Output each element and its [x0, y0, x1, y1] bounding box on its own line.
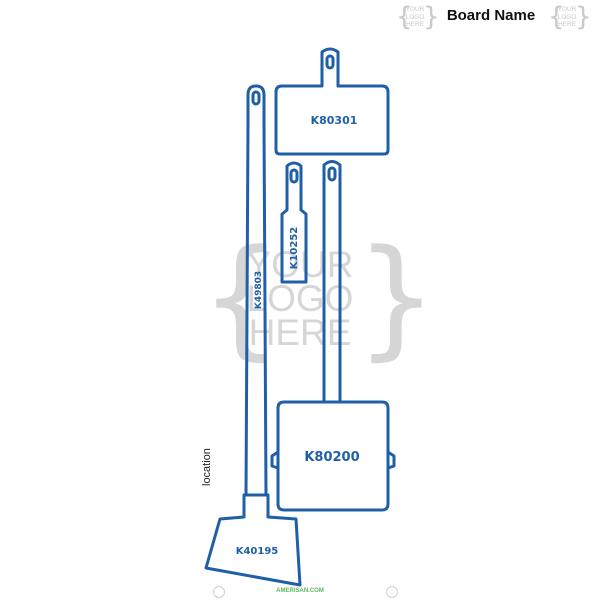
- logo-placeholder-right: { YOUR LOGO HERE }: [548, 2, 592, 32]
- code-k80200: K80200: [304, 450, 359, 465]
- code-k80301: K80301: [311, 114, 358, 127]
- code-k40195: K40195: [236, 546, 279, 557]
- lobby-dustpan-right-tab: [387, 450, 396, 470]
- footer-url: AMERISAN.COM: [276, 588, 324, 594]
- lobby-dustpan-outline: [276, 400, 390, 512]
- logo-line: YOUR: [405, 6, 425, 13]
- location-label: location: [201, 448, 213, 486]
- broom-head-outline: [204, 493, 302, 587]
- footer-right-badge-icon: [386, 586, 398, 598]
- lobby-dustpan-left-tab: [270, 450, 279, 470]
- code-k10252: K10252: [289, 227, 300, 270]
- logo-placeholder-left: { YOUR LOGO HERE }: [396, 2, 440, 32]
- brace-left-icon: {: [396, 2, 413, 32]
- lobby-dustpan-handle-outline: [322, 160, 342, 404]
- watermark-brace-left-icon: {: [200, 221, 283, 373]
- broom-hang-slot: [251, 90, 261, 106]
- logo-line: LOGO: [557, 13, 577, 21]
- logo-line: YOUR: [557, 6, 577, 13]
- brush-outline: [280, 161, 308, 284]
- footer-left-badge-icon: [213, 586, 225, 598]
- brace-right-icon: }: [575, 2, 592, 32]
- watermark-brace-right-icon: }: [355, 221, 438, 373]
- board-title: Board Name: [446, 7, 536, 24]
- brace-right-icon: }: [423, 2, 440, 32]
- brush-hang-slot: [289, 168, 299, 184]
- broom-handle-outline: [244, 84, 268, 497]
- dustpan-hang-slot: [325, 54, 335, 70]
- logo-line: HERE: [405, 21, 425, 28]
- logo-line: LOGO: [405, 13, 425, 21]
- handheld-dustpan-outline: [274, 47, 390, 156]
- brace-left-icon: {: [548, 2, 565, 32]
- logo-line: HERE: [557, 21, 577, 28]
- shadow-board: Board Name { YOUR LOGO HERE } { YOUR LOG…: [191, 0, 592, 600]
- lobby-dustpan-hang-slot: [327, 166, 337, 182]
- code-k49803: K49803: [254, 271, 264, 309]
